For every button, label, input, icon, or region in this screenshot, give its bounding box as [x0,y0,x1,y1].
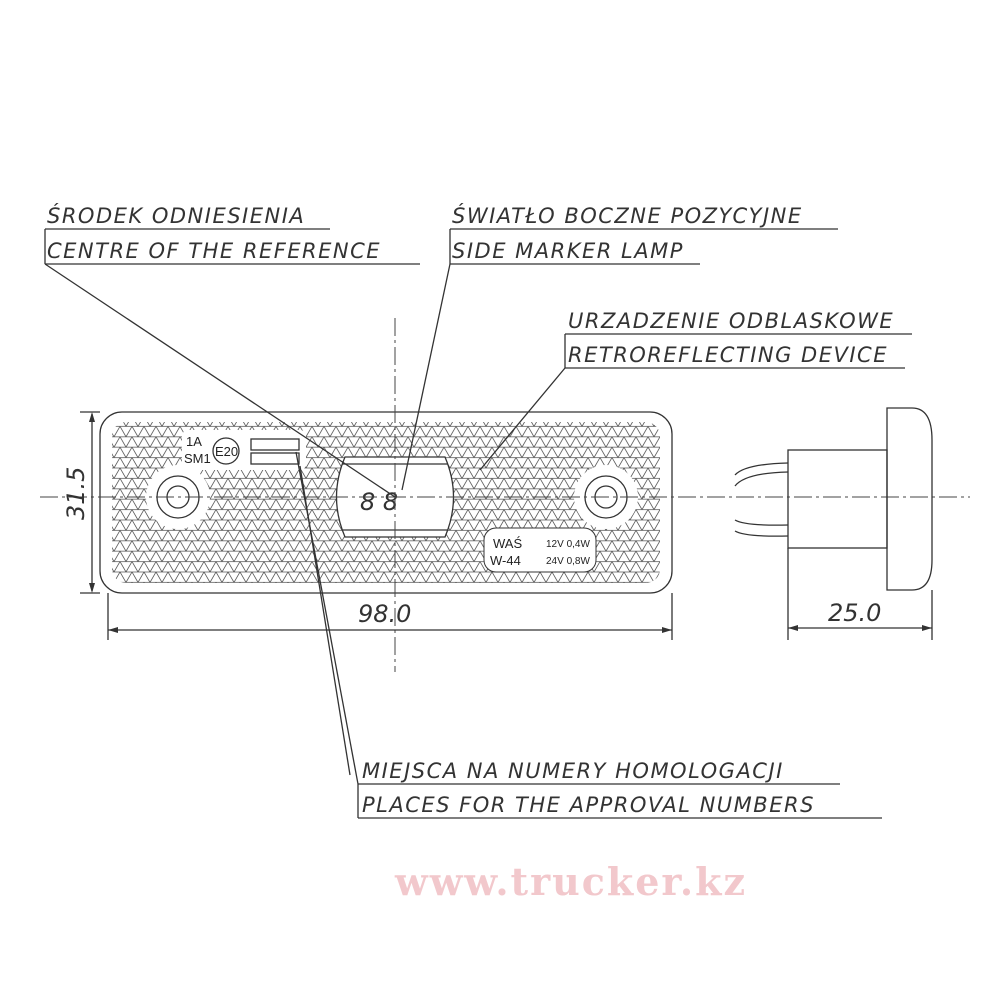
e-mark-circle [212,437,240,465]
rating-24v: 24V 0,8W [546,556,590,567]
lamp-label-pl: ŚWIATŁO BOCZNE POZYCYJNE [452,203,803,228]
class-2-text: SM1 [184,451,211,466]
lamp-label-en: SIDE MARKER LAMP [452,239,684,263]
approval-mark: E20 [215,444,238,459]
connector-housing [787,449,888,549]
model-text: W-44 [490,553,521,568]
rating-12v: 12V 0,4W [546,539,590,550]
callout-lamp: ŚWIATŁO BOCZNE POZYCYJNE SIDE MARKER LAM… [401,203,838,491]
class-1-text: 1A [186,434,202,449]
reflector-label-pl: URZADZENIE ODBLASKOWE [568,309,894,333]
height-value: 31.5 [62,467,90,520]
maker-text: WAŚ [493,536,522,551]
front-view: 8 8 1A SM1 E20 WAŚ W-44 12V 0,4W 24V 0,8… [99,411,673,594]
height-dimension: 31.5 [62,411,100,594]
reference-label-en: CENTRE OF THE REFERENCE [47,239,381,263]
rating-box [483,527,597,573]
lamp-cap [886,407,933,591]
approval-number-slot [250,438,300,451]
side-view: 25.0 [734,407,933,640]
reference-label-pl: ŚRODEK ODNIESIENIA [47,203,305,228]
depth-value: 25.0 [828,599,881,627]
approval-label-en: PLACES FOR THE APPROVAL NUMBERS [362,793,815,817]
width-dimension: 98.0 [107,593,673,640]
approval-label-pl: MIEJSCA NA NUMERY HOMOLOGACJI [362,759,784,783]
reflector-label-en: RETROREFLECTING DEVICE [568,343,888,367]
approval-number-slot [250,452,300,465]
watermark-text: www.trucker.kz [394,859,747,904]
callout-reflector: URZADZENIE ODBLASKOWE RETROREFLECTING DE… [479,309,912,471]
lamp-body-outline [99,411,673,594]
callout-reference: ŚRODEK ODNIESIENIA CENTRE OF THE REFEREN… [44,203,420,498]
width-value: 98.0 [358,600,411,628]
approval-box-bg [182,430,306,470]
callout-approval: MIEJSCA NA NUMERY HOMOLOGACJI PLACES FOR… [295,451,882,819]
wires [734,462,789,537]
bulb-digits: 8 8 [360,488,398,516]
